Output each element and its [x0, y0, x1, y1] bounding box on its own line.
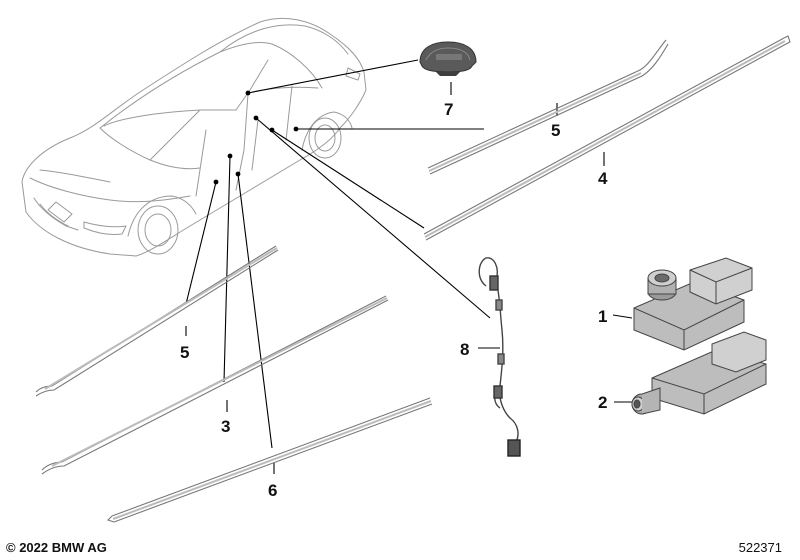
sensor-part-1	[633, 257, 753, 351]
part-label-1: 1	[598, 307, 608, 326]
trim-strip-part-5-lower	[35, 245, 279, 397]
sensor-part-2	[631, 331, 767, 415]
leader-lines	[185, 59, 633, 474]
part-label-6: 6	[268, 481, 278, 500]
leader-dots	[213, 90, 299, 185]
cover-cap-part-7	[419, 41, 477, 76]
trim-strip-part-3	[41, 295, 389, 475]
car-outline	[21, 17, 367, 257]
copyright-text: © 2022 BMW AG	[6, 540, 107, 555]
part-label-2: 2	[598, 393, 608, 412]
wire-harness-part-8	[478, 257, 521, 457]
part-label-3: 3	[221, 417, 231, 436]
trim-strip-part-6	[106, 397, 433, 523]
diagram-number: 522371	[738, 540, 782, 555]
part-label-8: 8	[460, 340, 470, 359]
trim-strip-part-5-upper	[427, 39, 669, 175]
trim-strip-part-4	[423, 35, 791, 241]
part-label-7: 7	[444, 100, 454, 119]
part-label-5-upper: 5	[551, 121, 561, 140]
part-label-5-lower: 5	[180, 343, 190, 362]
part-label-4: 4	[598, 169, 608, 188]
